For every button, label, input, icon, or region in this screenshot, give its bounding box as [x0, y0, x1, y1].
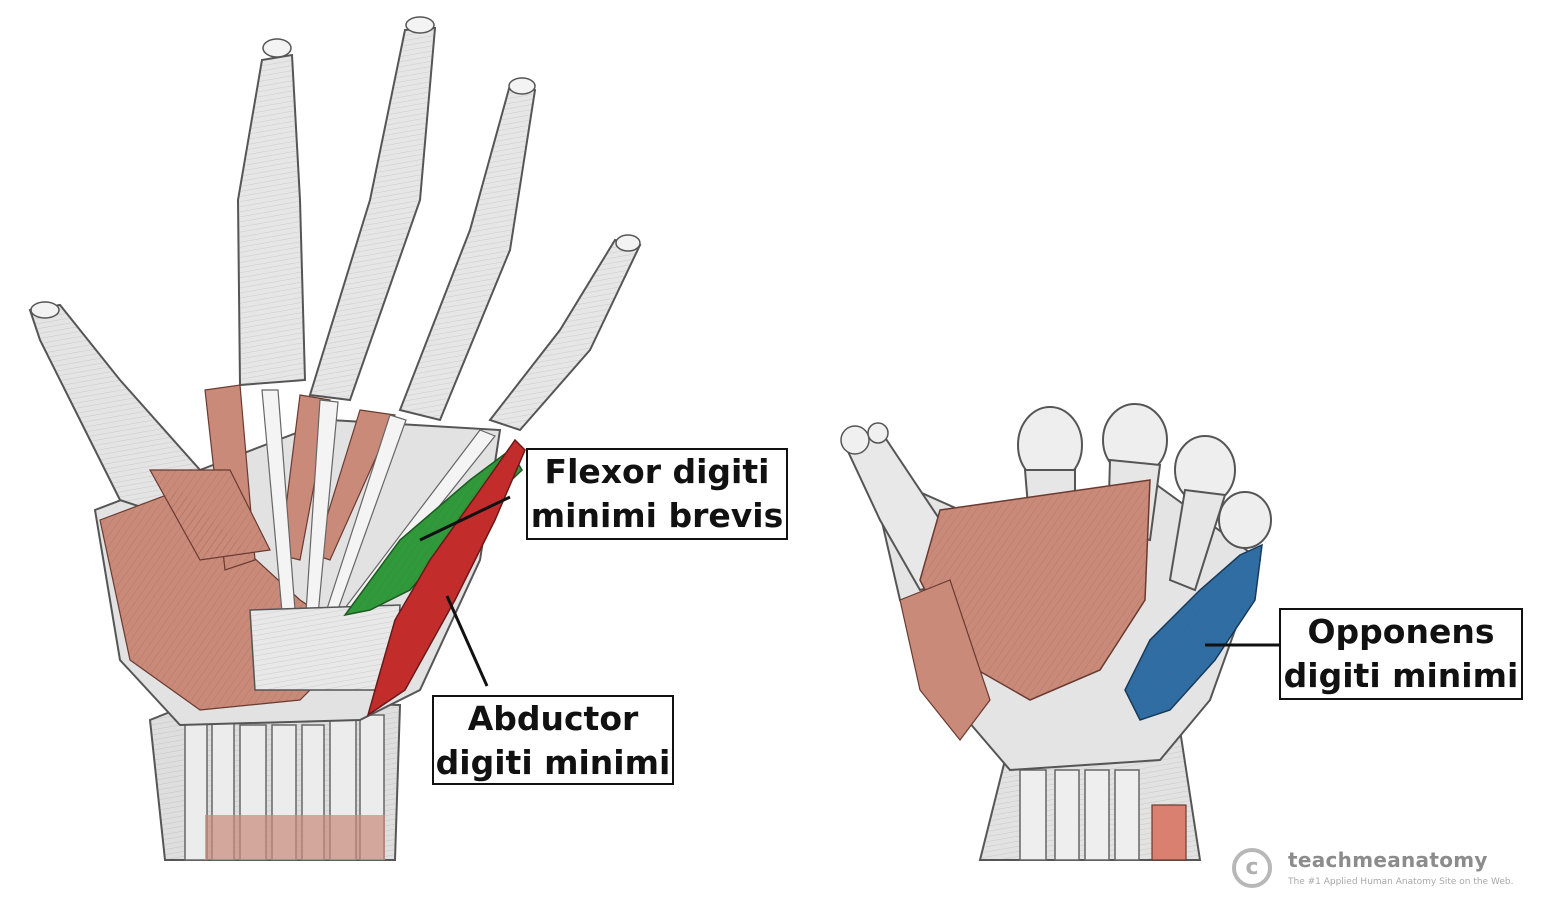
- opponens-digiti-minimi-label: Opponens digiti minimi: [1279, 608, 1523, 700]
- flexor-label-line-2: minimi brevis: [530, 496, 784, 535]
- flexor-pointer-line: [419, 495, 511, 542]
- abductor-digiti-minimi-label: Abductor digiti minimi: [432, 695, 674, 785]
- flexor-label-line-1: Flexor digiti: [544, 452, 770, 491]
- right-hand-figure: [840, 403, 1279, 861]
- abductor-label-line-2: digiti minimi: [435, 743, 671, 782]
- teachmeanatomy-watermark: c teachmeanatomy The #1 Applied Human An…: [1232, 846, 1542, 896]
- watermark-tagline: The #1 Applied Human Anatomy Site on the…: [1288, 877, 1514, 887]
- left-hand-figure: [28, 16, 642, 861]
- flexor-digiti-minimi-brevis-label: Flexor digiti minimi brevis: [526, 448, 788, 540]
- abductor-label-line-1: Abductor: [467, 699, 639, 738]
- copyright-logo-icon: c: [1232, 848, 1272, 888]
- opponens-label-line-2: digiti minimi: [1283, 656, 1519, 695]
- abductor-pointer-line: [445, 595, 489, 687]
- opponens-label-line-1: Opponens: [1307, 612, 1495, 651]
- watermark-name: teachmeanatomy: [1288, 848, 1488, 872]
